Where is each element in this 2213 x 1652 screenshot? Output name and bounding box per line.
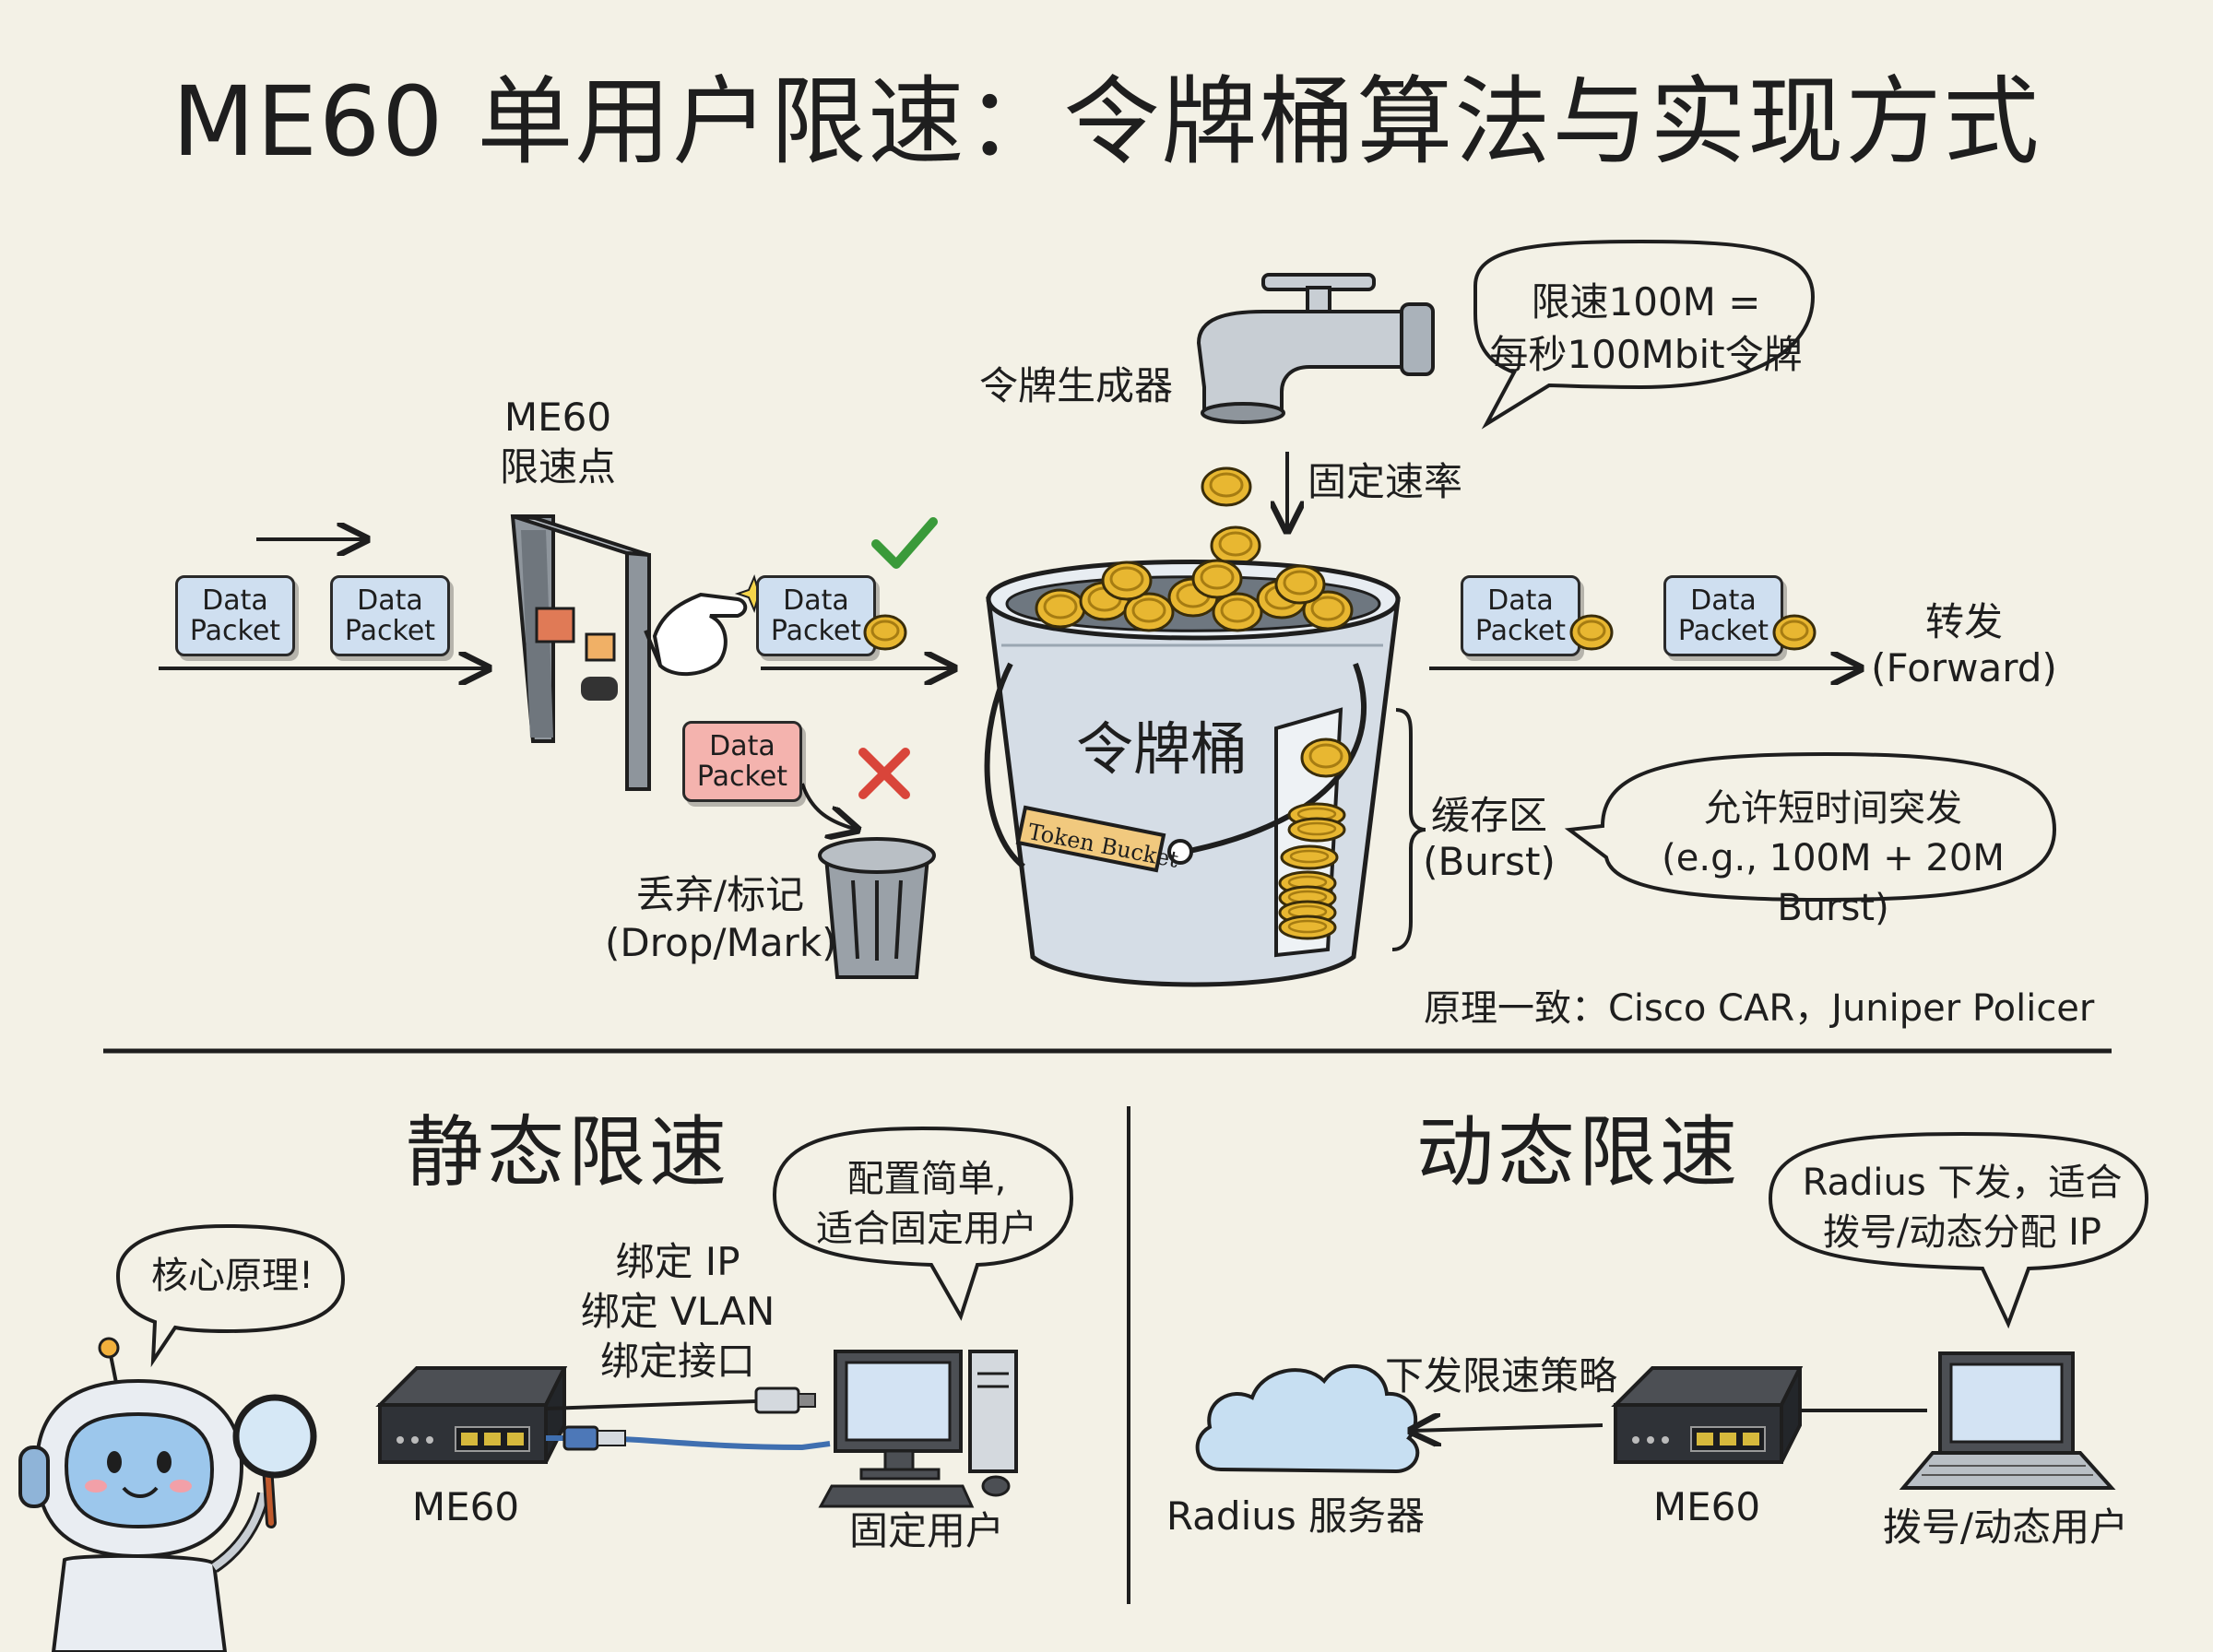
trash-can-icon [818,837,936,979]
push-policy-label: 下发限速策略 [1385,1353,1618,1398]
dynamic-router-icon [1614,1366,1802,1464]
burst-bubble: 允许短时间突发(e.g., 100M + 20M Burst) [1662,787,2005,929]
static-router-icon [378,1366,566,1464]
forward-label-1: 转发 [1924,599,2003,644]
radius-bubble-shape [1768,1131,2149,1329]
token-generator-label: 令牌生成器 [979,363,1174,408]
drop-label-1: 丢弃/标记 [635,872,805,917]
faucet-icon [1196,273,1435,424]
config-bubble-shape [772,1126,1074,1321]
principle-note: 原理一致：Cisco CAR，Juniper Policer [1424,987,2095,1030]
dynamic-device-label: ME60 [1652,1484,1761,1529]
pointing-hand-icon [644,574,775,677]
plug-icon [562,1425,626,1451]
dynamic-user-label: 拨号/动态用户 [1882,1504,2129,1550]
packet-coin-icon [1772,614,1817,651]
static-heading: 静态限速 [406,1107,731,1198]
limit-point-label-1: ME60 [503,395,612,440]
magnifier-icon [232,1394,317,1479]
forward-label-2: (Forward) [1871,645,2057,690]
falling-coin [1210,525,1261,566]
drop-label-2: (Drop/Mark) [605,920,837,965]
radius-bubble: Radius 下发，适合拨号/动态分配 IP [1802,1162,2123,1254]
push-policy-arrow [1411,1425,1604,1431]
limit-point-label-2: 限速点 [499,444,616,490]
drop-arrow [800,783,858,830]
laptop-icon [1899,1351,2116,1490]
radius-server-label: Radius 服务器 [1166,1493,1426,1539]
pass-check-icon [871,517,938,569]
burst-bubble-shape [1564,751,2057,903]
page-title: ME60 单用户限速：令牌桶算法与实现方式 [172,65,2041,178]
rate-bubble-shape [1473,239,1816,430]
bind-ip-label: 绑定 IP [615,1239,740,1284]
cable-ip [545,1399,757,1410]
static-device-label: ME60 [411,1484,520,1529]
falling-coin [1201,466,1252,507]
robot-mascot-icon [18,1337,277,1652]
burst-brace [1391,708,1426,951]
reject-cross-icon [858,748,910,799]
robot-bubble-shape [115,1223,346,1368]
fixed-user-computer-icon [818,1350,1018,1508]
fixed-user-label: 固定用户 [848,1508,1004,1553]
dynamic-heading: 动态限速 [1416,1107,1742,1198]
bind-vlan-label: 绑定 VLAN [580,1289,775,1334]
burst-label-2: (Burst) [1423,839,1556,884]
plug-icon [754,1386,816,1414]
bind-interface-label: 绑定接口 [599,1339,755,1384]
fixed-rate-label: 固定速率 [1308,459,1463,504]
rate-limit-gate-icon [510,514,651,791]
packet-coin-icon [1569,614,1614,651]
burst-label-1: 缓存区 [1430,793,1547,838]
packet-coin-icon [863,614,907,651]
robot-bubble: 核心原理! [150,1255,314,1297]
rate-bubble: 限速100M =每秒100Mbit令牌 [1489,279,1803,377]
config-bubble: 配置简单,适合固定用户 [816,1158,1037,1250]
bucket-label: 令牌桶 [1075,715,1248,783]
